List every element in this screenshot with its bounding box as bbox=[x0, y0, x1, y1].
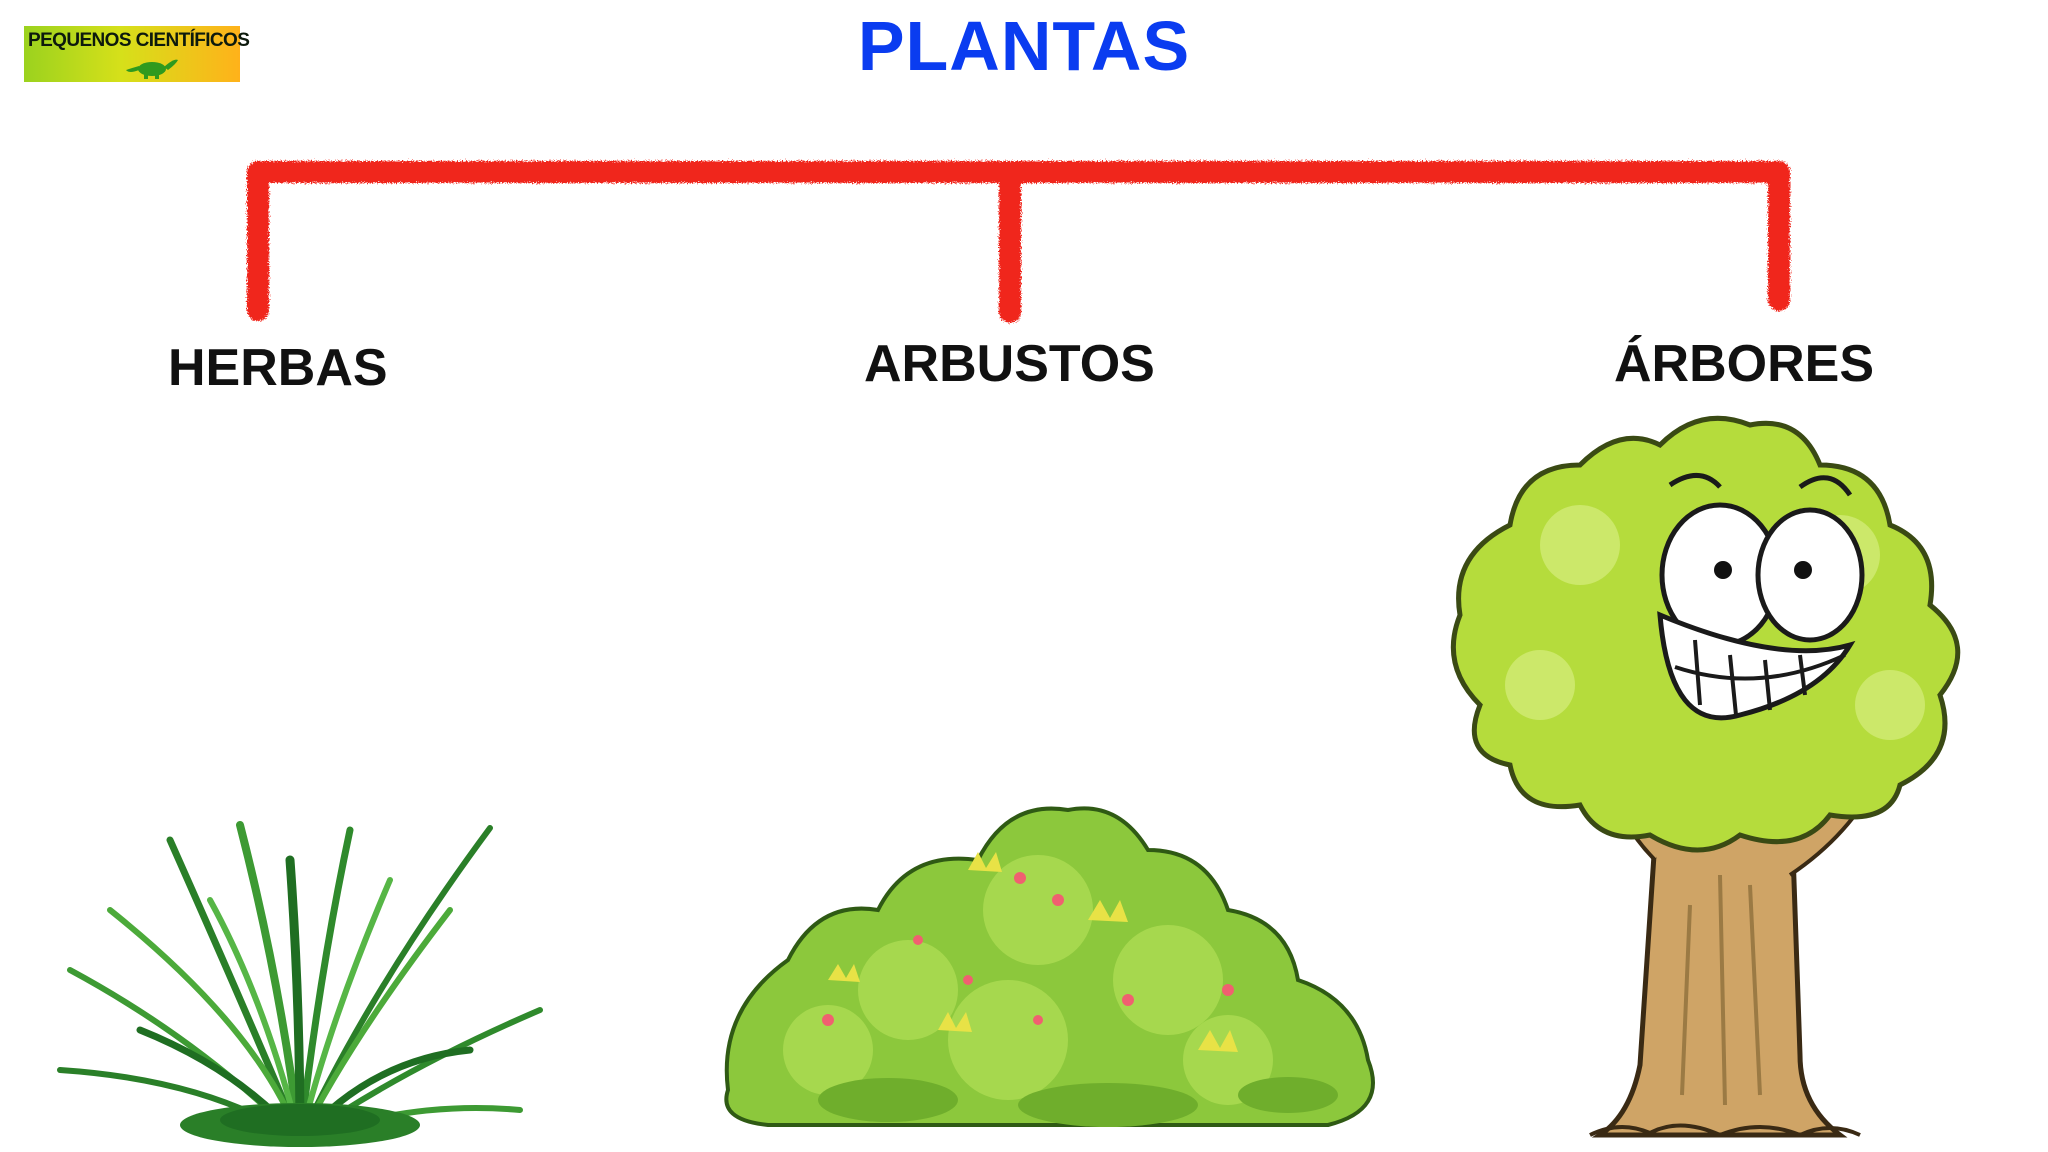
category-label-arbustos: ARBUSTOS bbox=[864, 335, 1155, 393]
dinosaur-icon bbox=[126, 59, 178, 79]
tree-icon bbox=[1450, 415, 1961, 1138]
logo-text: PEQUENOS CIENTÍFICOS bbox=[28, 30, 250, 51]
grass-icon bbox=[57, 821, 543, 1147]
category-label-herbas: HERBAS bbox=[168, 339, 388, 397]
page-title: PLANTAS bbox=[857, 7, 1191, 85]
logo-badge: PEQUENOS CIENTÍFICOS bbox=[24, 26, 250, 82]
bush-icon bbox=[724, 806, 1375, 1127]
category-label-arbores: ÁRBORES bbox=[1614, 335, 1875, 393]
